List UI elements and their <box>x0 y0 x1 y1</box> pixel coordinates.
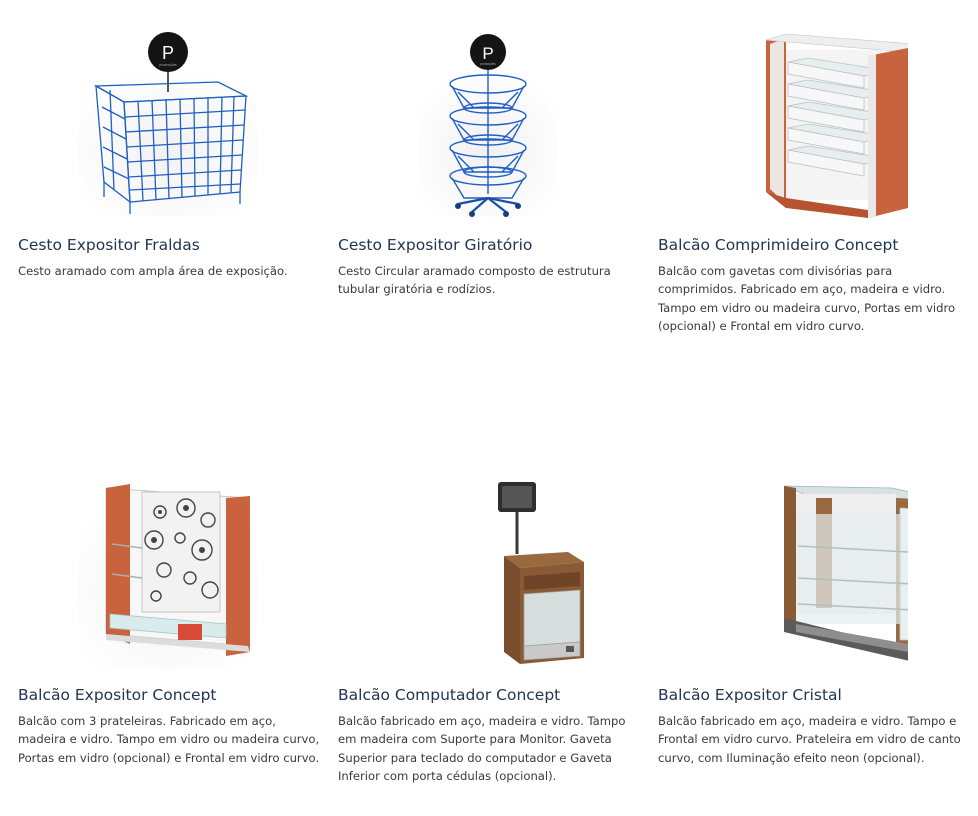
product-description: Balcão fabricado em aço, madeira e vidro… <box>658 714 961 765</box>
pill-drawer-counter-icon <box>765 33 908 218</box>
product-description: Balcão com gavetas com divisórias para c… <box>658 264 956 333</box>
product-title[interactable]: Balcão Expositor Cristal <box>658 686 842 704</box>
product-title[interactable]: Cesto Expositor Fraldas <box>18 236 200 254</box>
product-image[interactable] <box>658 22 958 222</box>
product-image[interactable]: P promoções <box>18 22 318 222</box>
wire-basket-display-icon: P promoções <box>78 32 258 217</box>
sign-caption: promoções <box>159 63 177 67</box>
crystal-display-counter-icon <box>783 485 908 661</box>
glass-display-counter-icon <box>78 484 258 669</box>
sign-caption: promoções <box>480 62 496 66</box>
product-description: Cesto Circular aramado composto de estru… <box>338 264 611 297</box>
product-description: Balcão com 3 prateleiras. Fabricado em a… <box>18 714 320 765</box>
sign-letter: P <box>162 43 174 63</box>
product-description: Balcão fabricado em aço, madeira e vidro… <box>338 714 626 783</box>
product-title[interactable]: Balcão Computador Concept <box>338 686 561 704</box>
sign-letter: P <box>482 44 493 63</box>
product-description: Cesto aramado com ampla área de exposiçã… <box>18 264 288 278</box>
product-title[interactable]: Balcão Expositor Concept <box>18 686 217 704</box>
product-image[interactable] <box>338 474 638 674</box>
product-title[interactable]: Balcão Comprimideiro Concept <box>658 236 899 254</box>
product-image[interactable] <box>18 474 318 674</box>
rotating-basket-display-icon: P promoções <box>418 34 558 217</box>
product-title[interactable]: Cesto Expositor Giratório <box>338 236 533 254</box>
computer-counter-icon <box>498 482 584 664</box>
product-image[interactable]: P promoções <box>338 22 638 222</box>
product-image[interactable] <box>658 474 958 674</box>
